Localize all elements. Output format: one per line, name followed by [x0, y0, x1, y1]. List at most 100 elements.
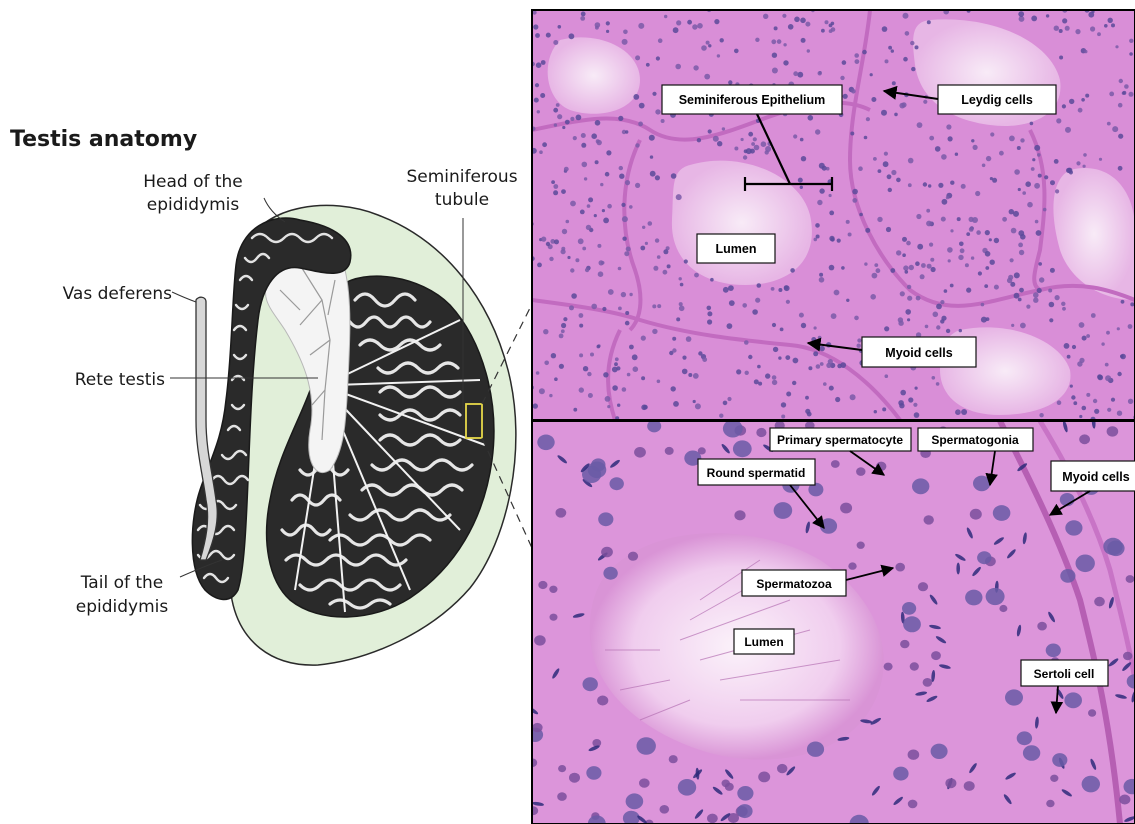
low-nucleus: [1097, 32, 1101, 36]
low-nucleus: [801, 323, 806, 328]
low-nucleus: [871, 97, 876, 102]
cell-nucleus: [532, 723, 542, 732]
low-nucleus: [652, 304, 656, 308]
low-nucleus: [948, 136, 953, 141]
low-nucleus: [820, 362, 824, 366]
low-nucleus: [645, 242, 648, 245]
cell-nucleus: [637, 737, 656, 755]
low-nucleus: [917, 244, 923, 250]
low-nucleus: [1032, 158, 1035, 161]
low-nucleus: [834, 290, 840, 296]
low-nucleus: [1086, 393, 1090, 397]
low-nucleus: [569, 33, 575, 39]
label-spermatogonia: Spermatogonia: [931, 433, 1019, 447]
low-nucleus: [961, 409, 967, 415]
cell-nucleus: [549, 586, 557, 593]
low-nucleus: [565, 120, 570, 125]
low-nucleus: [1083, 165, 1086, 168]
cell-nucleus: [734, 510, 745, 520]
low-nucleus: [707, 319, 712, 324]
low-nucleus: [1104, 24, 1108, 28]
low-nucleus: [840, 76, 844, 80]
low-nucleus: [587, 372, 591, 376]
low-nucleus: [673, 401, 679, 407]
low-nucleus: [990, 260, 995, 265]
cell-nucleus: [908, 800, 918, 809]
low-nucleus: [579, 387, 584, 392]
low-nucleus: [561, 329, 565, 333]
low-nucleus: [950, 229, 953, 232]
low-nucleus: [553, 108, 558, 113]
low-nucleus: [938, 183, 943, 188]
low-nucleus: [622, 216, 628, 222]
low-nucleus: [1128, 324, 1133, 329]
low-nucleus: [823, 382, 827, 386]
low-nucleus: [600, 183, 603, 186]
cell-nucleus: [678, 779, 696, 796]
low-nucleus: [1046, 14, 1049, 17]
low-nucleus: [671, 173, 677, 179]
low-nucleus: [540, 93, 545, 98]
low-nucleus: [585, 268, 589, 272]
low-nucleus: [657, 304, 661, 308]
low-nucleus: [1062, 307, 1066, 311]
low-nucleus: [1034, 183, 1040, 189]
low-nucleus: [722, 127, 725, 130]
label-spermatozoa: Spermatozoa: [756, 577, 832, 591]
cell-nucleus: [538, 581, 547, 589]
low-nucleus: [842, 60, 847, 65]
cell-nucleus: [723, 420, 743, 438]
cell-nucleus: [1052, 753, 1067, 767]
low-nucleus: [1111, 23, 1115, 27]
low-nucleus: [1077, 361, 1082, 366]
low-nucleus: [898, 321, 903, 326]
low-nucleus: [902, 237, 907, 242]
low-nucleus: [554, 377, 558, 381]
low-nucleus: [1121, 300, 1125, 304]
low-nucleus: [1070, 385, 1073, 388]
low-nucleus: [657, 255, 661, 259]
low-nucleus: [541, 60, 546, 65]
low-nucleus: [966, 232, 970, 236]
low-nucleus: [930, 258, 934, 262]
low-nucleus: [782, 14, 786, 18]
low-nucleus: [533, 24, 538, 29]
low-nucleus: [906, 241, 911, 246]
low-nucleus: [905, 31, 910, 36]
low-nucleus: [786, 392, 791, 397]
low-nucleus: [1111, 398, 1115, 402]
low-nucleus: [905, 309, 911, 315]
cell-nucleus: [1050, 775, 1058, 782]
low-nucleus: [1020, 323, 1026, 329]
low-nucleus: [1107, 122, 1111, 126]
low-nucleus: [621, 203, 625, 207]
low-nucleus: [607, 204, 612, 209]
low-nucleus: [607, 405, 610, 408]
low-nucleus: [561, 323, 566, 328]
low-nucleus: [595, 120, 601, 126]
low-nucleus: [1106, 331, 1110, 335]
cell-nucleus: [1076, 555, 1095, 573]
low-nucleus: [684, 259, 688, 263]
low-nucleus: [717, 54, 720, 57]
low-nucleus: [778, 356, 781, 359]
cell-nucleus: [964, 781, 975, 791]
low-nucleus: [800, 186, 803, 189]
low-nucleus: [1033, 292, 1039, 298]
low-nucleus: [553, 190, 558, 195]
label-head-line2: epididymis: [147, 195, 240, 215]
low-nucleus: [821, 29, 825, 33]
low-nucleus: [898, 400, 904, 406]
low-nucleus: [1086, 334, 1090, 338]
low-nucleus: [586, 225, 591, 230]
low-nucleus: [927, 264, 932, 269]
low-nucleus: [1037, 153, 1041, 157]
low-nucleus: [564, 167, 569, 172]
low-nucleus: [1002, 217, 1007, 222]
cell-nucleus: [977, 551, 991, 564]
low-nucleus: [828, 359, 833, 364]
low-nucleus: [723, 401, 728, 406]
low-nucleus: [1117, 327, 1120, 330]
cell-nucleus: [557, 792, 567, 801]
cell-nucleus: [603, 567, 617, 580]
